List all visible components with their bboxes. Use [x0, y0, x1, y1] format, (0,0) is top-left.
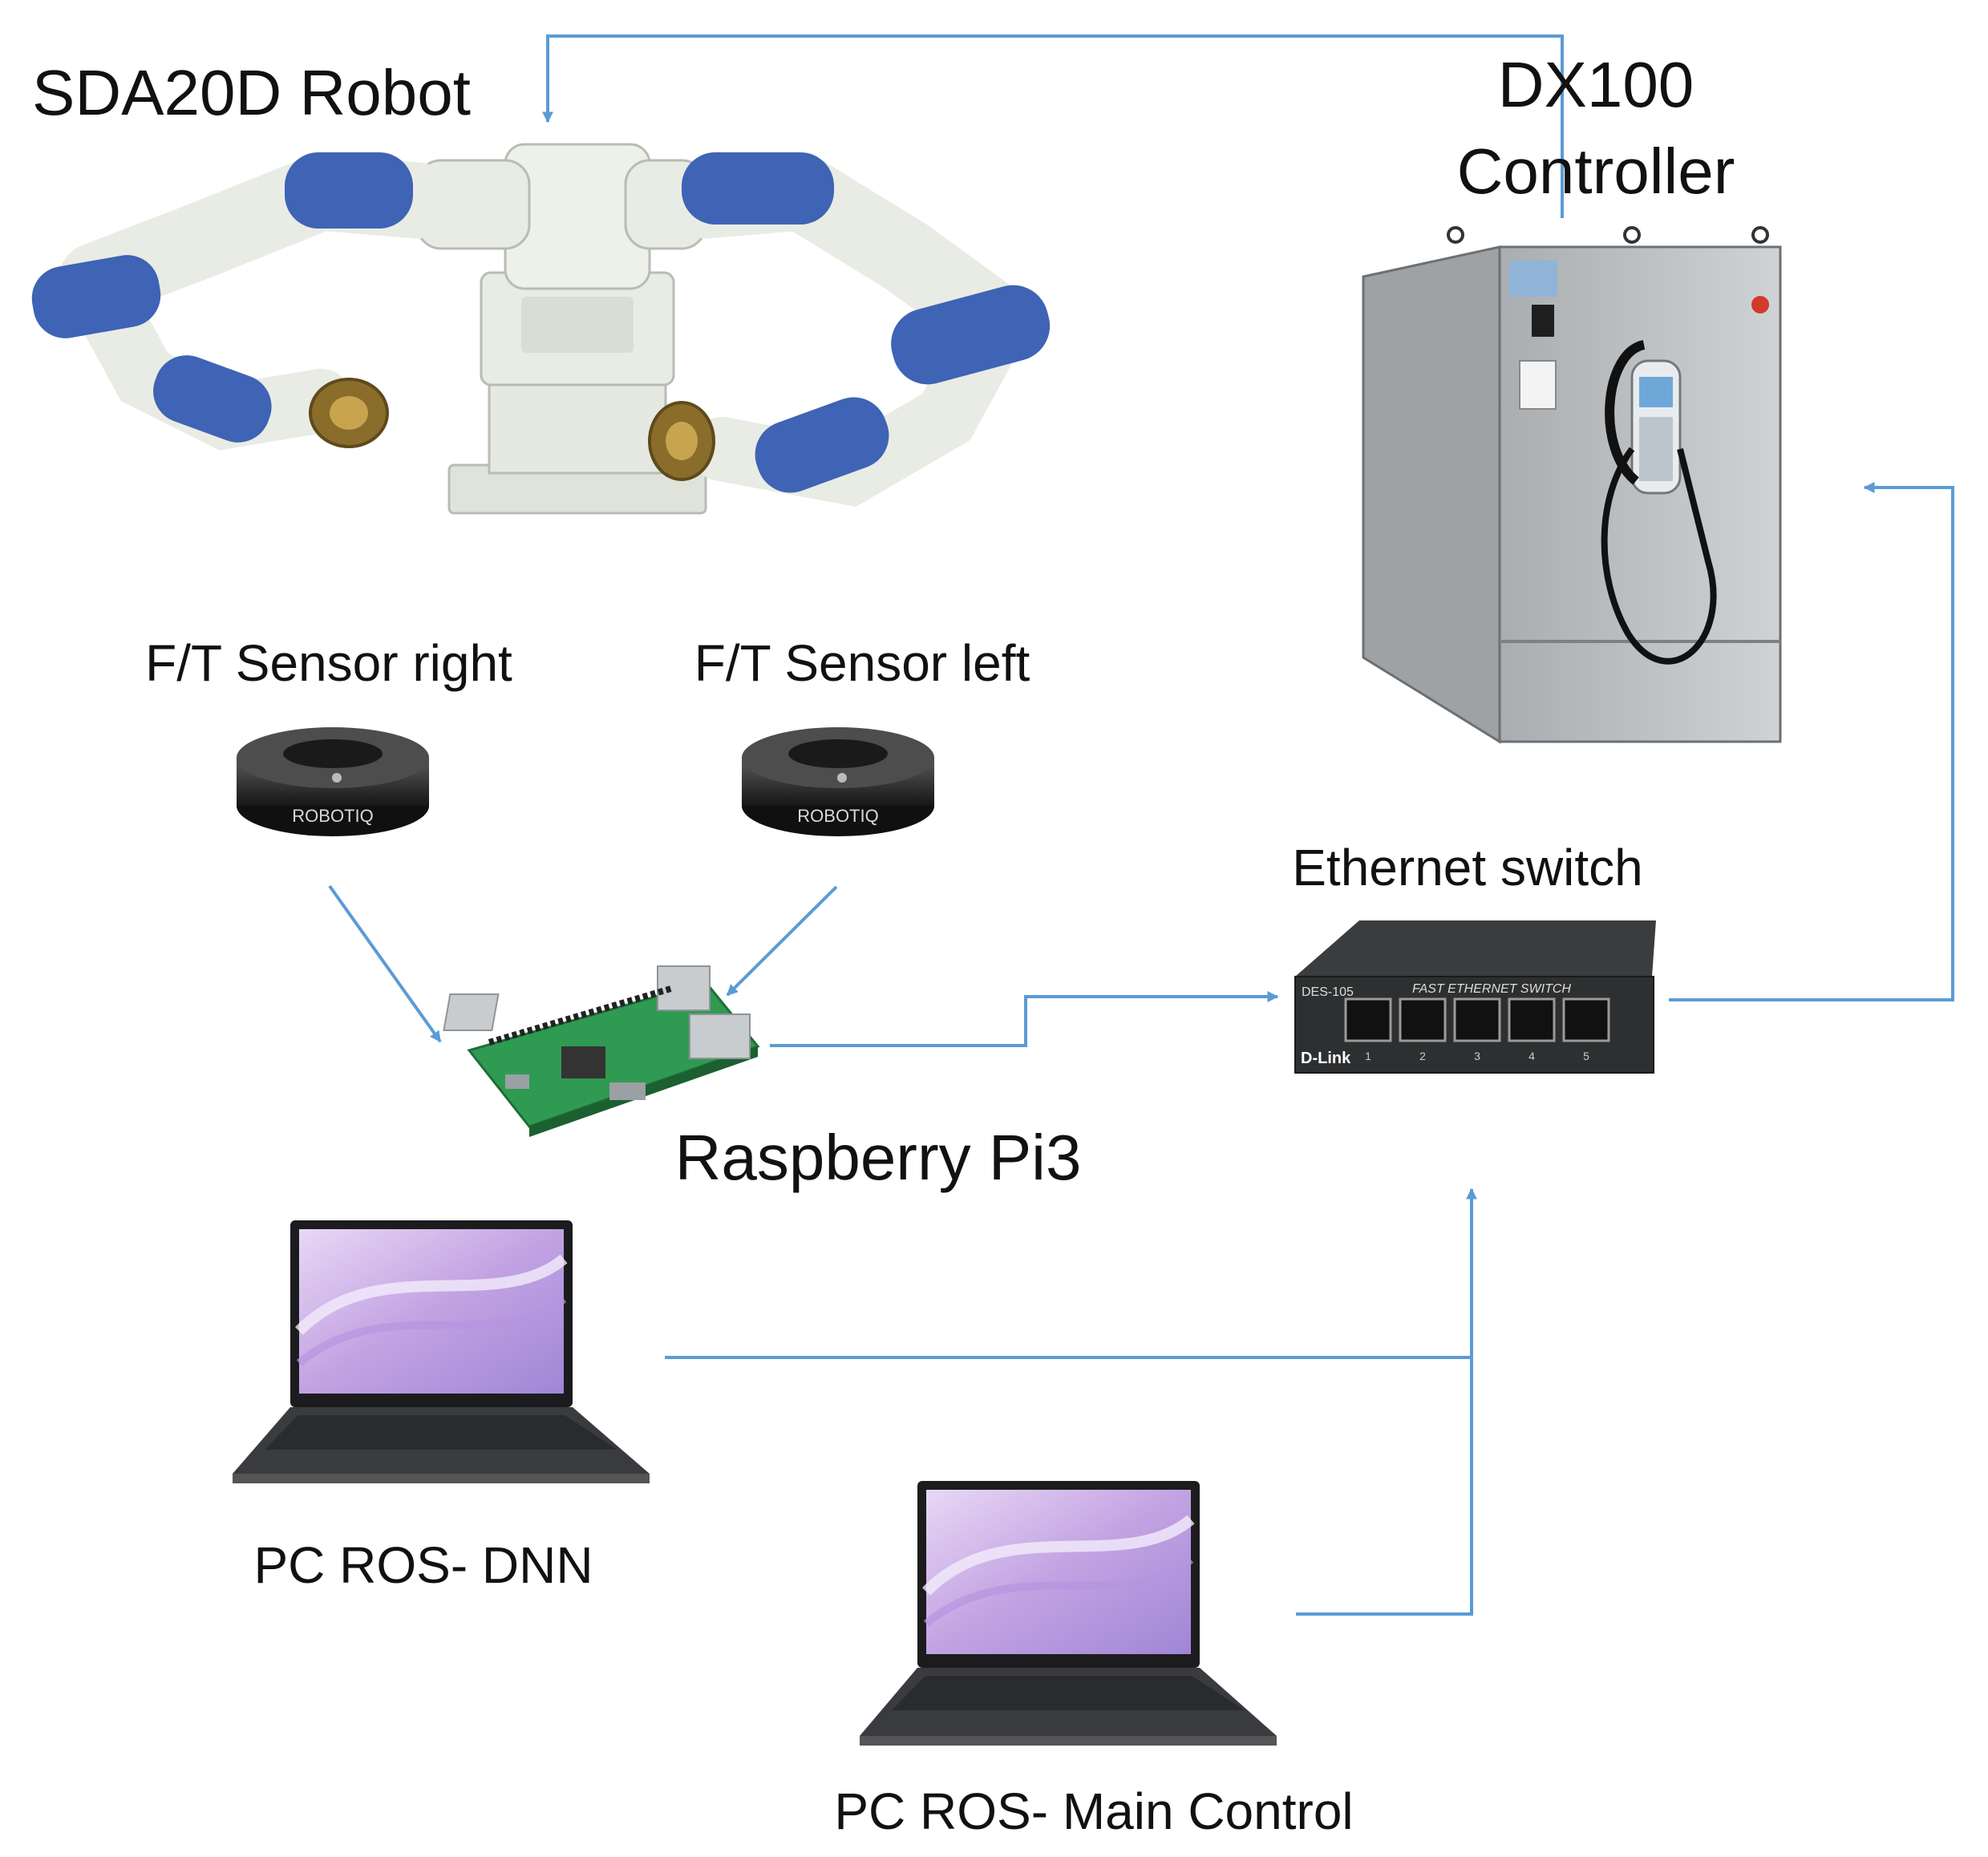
- sensor-left-label: F/T Sensor left: [694, 634, 1030, 692]
- arrow-controller-to-robot: [542, 34, 1564, 218]
- force-torque-sensor-icon: ROBOTIQ: [237, 727, 429, 836]
- pc-main-label: PC ROS- Main Control: [834, 1782, 1354, 1840]
- controller-label-line1: DX100: [1497, 49, 1694, 120]
- connections: [328, 34, 1954, 1616]
- arrow-raspberry-to-switch: [770, 991, 1279, 1047]
- sensor-right-label: F/T Sensor right: [145, 634, 512, 692]
- arrow-sensor-right-to-pi: [328, 884, 442, 1043]
- switch-port-label: 4: [1528, 1050, 1535, 1062]
- arrow-sensor-left-to-pi: [726, 885, 838, 997]
- switch-port-label: 1: [1365, 1050, 1371, 1062]
- switch-brand: D-Link: [1301, 1050, 1351, 1067]
- sensor-left-brand: ROBOTIQ: [797, 806, 878, 826]
- pc-dnn-label: PC ROS- DNN: [253, 1536, 593, 1594]
- force-torque-sensor-icon: ROBOTIQ: [742, 727, 934, 836]
- laptop-icon: [233, 1220, 650, 1483]
- ethernet-switch-label: Ethernet switch: [1292, 839, 1643, 896]
- dual-arm-robot-icon: [31, 143, 1051, 515]
- ethernet-switch-icon: DES-105 FAST ETHERNET SWITCH 1 2 3 4 5 D…: [1294, 920, 1656, 1074]
- raspberry-pi-board-icon: [443, 965, 760, 1137]
- switch-port-label: 5: [1583, 1050, 1589, 1062]
- laptop-icon: [860, 1481, 1277, 1746]
- arrow-pcs-to-switch: [1296, 1187, 1477, 1616]
- controller-cabinet-icon: [1362, 226, 1782, 744]
- switch-model: DES-105: [1302, 985, 1354, 999]
- sensor-right-brand: ROBOTIQ: [292, 806, 373, 826]
- switch-port-label: 3: [1474, 1050, 1480, 1062]
- switch-port-label: 2: [1419, 1050, 1426, 1062]
- switch-caption: FAST ETHERNET SWITCH: [1412, 982, 1571, 996]
- controller-label-line2: Controller: [1456, 136, 1735, 207]
- robot-label: SDA20D Robot: [32, 57, 471, 128]
- raspberry-label: Raspberry Pi3: [674, 1122, 1082, 1193]
- arrow-switch-to-controller: [1669, 482, 1954, 1001]
